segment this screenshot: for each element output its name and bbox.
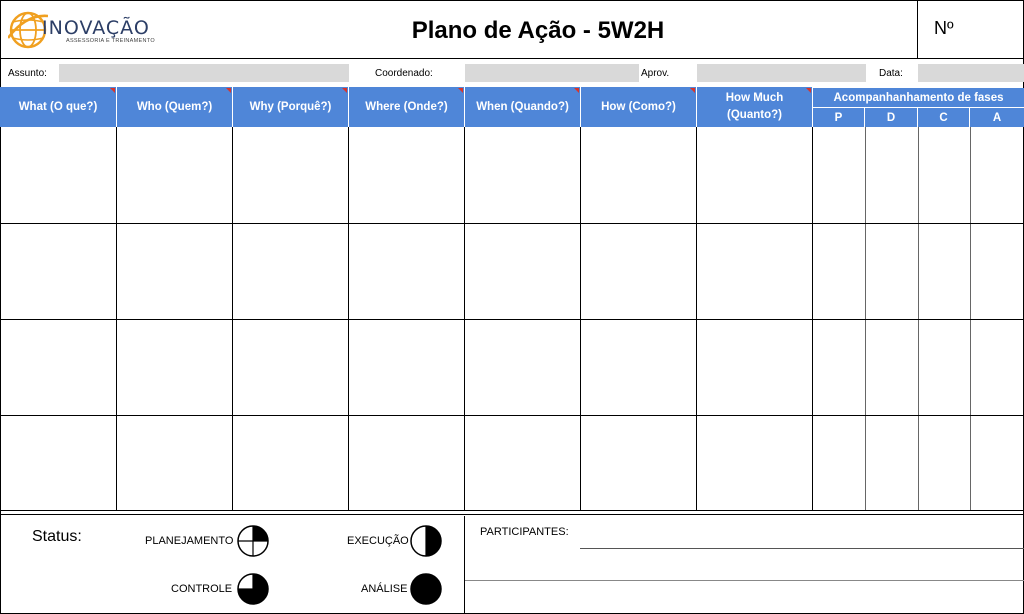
number-label: Nº: [934, 18, 954, 38]
column-header-where: Where (Onde?): [349, 87, 465, 127]
data-label: Data:: [879, 68, 903, 79]
footer-divider: [464, 516, 465, 614]
three-quarter-circle-icon: [237, 573, 269, 605]
globe-icon: [8, 11, 48, 49]
assunto-field[interactable]: [59, 64, 349, 82]
comment-marker: [574, 88, 579, 93]
aprov-label: Aprov.: [641, 68, 670, 79]
aprov-field[interactable]: [697, 64, 866, 82]
logo-name: INOVAÇÃO: [42, 17, 150, 39]
column-header-who: Who (Quem?): [117, 87, 233, 127]
column-header-what: What (O que?): [0, 87, 117, 127]
data-field[interactable]: [918, 64, 1024, 82]
column-header-how-much: How Much (Quanto?): [697, 87, 813, 127]
company-logo: INOVAÇÃO ASSESSORIA E TREINAMENTO: [8, 8, 158, 52]
participantes-line[interactable]: [580, 548, 1024, 549]
phase-header-a: A: [970, 108, 1024, 127]
comment-marker: [110, 88, 115, 93]
coordenado-field[interactable]: [465, 64, 639, 82]
coordenado-label: Coordenado:: [375, 68, 433, 79]
execucao-label: EXECUÇÃO: [347, 535, 409, 547]
column-header-how: How (Como?): [581, 87, 697, 127]
page-title: Plano de Ação - 5W2H: [411, 17, 665, 44]
half-circle-icon: [410, 525, 442, 557]
form-header: INOVAÇÃO ASSESSORIA E TREINAMENTO Plano …: [0, 0, 1024, 59]
phase-header-divider: [813, 107, 1024, 108]
table-row-divider: [0, 223, 1024, 224]
participantes-line[interactable]: [465, 580, 1024, 581]
comment-marker: [458, 88, 463, 93]
analise-label: ANÁLISE: [361, 583, 408, 595]
controle-label: CONTROLE: [171, 583, 233, 595]
table-row-divider: [0, 415, 1024, 416]
number-box: Nº: [917, 0, 1024, 59]
full-circle-icon: [410, 573, 442, 605]
participantes-label: PARTICIPANTES:: [480, 526, 569, 538]
footer-separator: [0, 510, 1024, 515]
phases-header: Acompanhanhamento de fases: [813, 88, 1024, 107]
comment-marker: [806, 88, 811, 93]
quarter-circle-icon: [237, 525, 269, 557]
table-body[interactable]: [0, 127, 1024, 511]
table-row-divider: [0, 319, 1024, 320]
info-row: Assunto: Coordenado: Aprov. Data:: [0, 59, 1024, 87]
column-header-when: When (Quando?): [465, 87, 581, 127]
comment-marker: [690, 88, 695, 93]
comment-marker: [342, 88, 347, 93]
planejamento-label: PLANEJAMENTO: [145, 535, 234, 547]
assunto-label: Assunto:: [8, 68, 47, 79]
column-header-why: Why (Porquê?): [233, 87, 349, 127]
phase-header-c: C: [918, 108, 970, 127]
phase-header-d: D: [865, 108, 918, 127]
status-label: Status:: [32, 528, 82, 545]
logo-tagline: ASSESSORIA E TREINAMENTO: [66, 38, 155, 44]
phase-header-p: P: [813, 108, 865, 127]
comment-marker: [226, 88, 231, 93]
